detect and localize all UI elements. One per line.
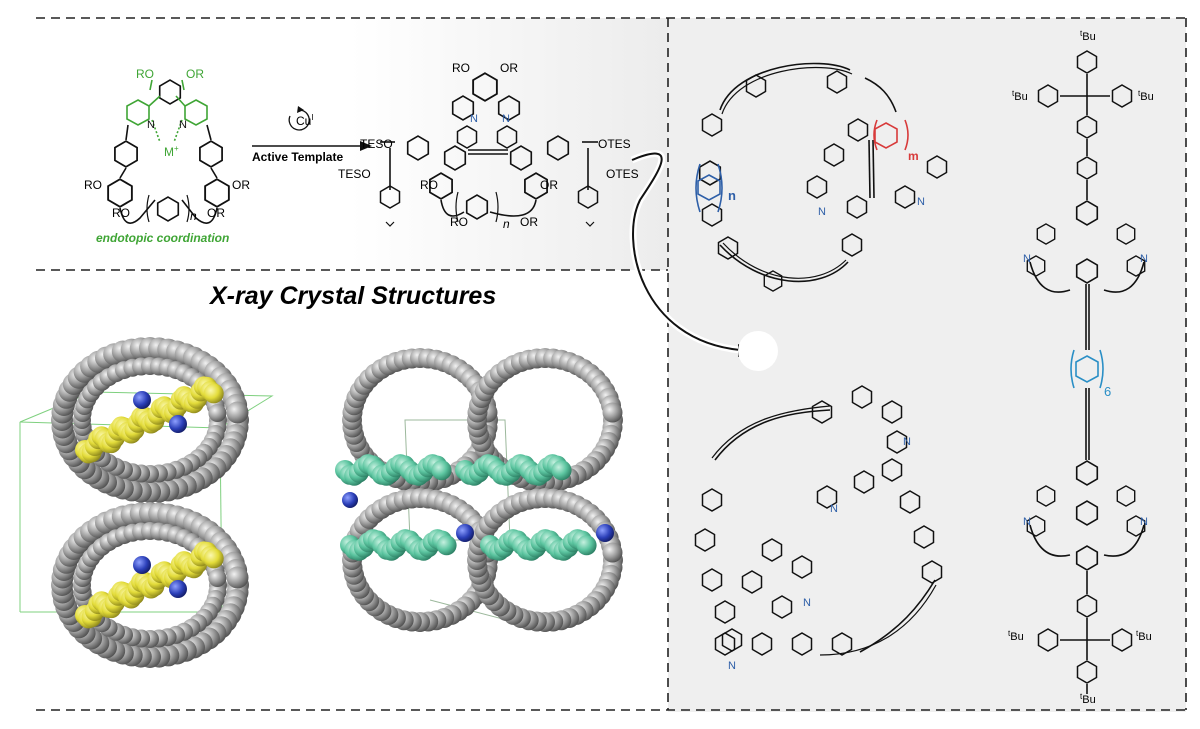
dumbbell-n-3: N [1023,516,1031,528]
nitrogen-sphere [342,492,358,508]
nitrogen-sphere [456,524,474,542]
carbon-sphere [226,401,249,424]
tbu-bottom-right: tBu [1136,629,1152,643]
macrocycle-bottom-n-bottom: N [728,660,736,672]
connector-arrow [631,152,741,351]
left-ro-mid-right: OR [232,178,250,192]
macrocycle-bottom-n-top: N [903,436,911,448]
endotopic-caption: endotopic coordination [96,231,229,245]
macrocycle-bottom [694,385,943,656]
guest-sphere [436,535,457,556]
crystal-structure-teal [335,348,623,632]
scheme-shade [350,18,668,270]
product-otes-top: OTES [598,137,631,151]
guest-sphere [203,383,224,404]
macrocycle-top-n-left: N [818,206,826,218]
macrocycle-bottom-n-lower: N [803,597,811,609]
carbon-sphere [208,569,227,587]
xray-title: X-ray Crystal Structures [208,282,496,310]
dumbbell-repeat: 6 [1104,384,1111,399]
carbon-sphere [226,566,249,589]
product-ro-mid-right: OR [540,178,558,192]
product-ro-bottom-left: RO [450,215,468,229]
tbu-right: tBu [1138,89,1154,103]
reagent-label: CuI [296,113,314,128]
nitrogen-sphere [133,556,151,574]
guest-sphere [203,548,224,569]
nitrogen-sphere [596,524,614,542]
left-metal: M+ [164,144,179,159]
active-template-label: Active Template [252,150,343,164]
left-n-left: N [147,119,155,131]
product-ro-top-left: RO [452,61,470,75]
left-repeat-n: n [190,209,197,223]
nitrogen-sphere [133,391,151,409]
reaction-arrow [252,106,372,151]
product-teso-top: TESO [360,137,393,151]
tbu-left: tBu [1012,89,1028,103]
connector-end-circle [738,331,778,371]
carbon-sphere [208,404,227,422]
product-ro-top-right: OR [500,61,518,75]
guest-sphere [576,535,597,556]
product-ro-mid-left: RO [420,178,438,192]
left-n-right: N [179,119,187,131]
crystal-structure-yellow [19,337,274,668]
macrocycle-n-label: n [728,188,736,203]
left-ro-top-right: OR [186,67,204,81]
dumbbell-axle [1026,50,1146,694]
left-ro-mid-left: RO [84,178,102,192]
product-structure [379,72,599,227]
guest-sphere [431,460,452,481]
macrocycle-m-label: m [908,149,919,163]
macrocycle-top-n-right: N [917,196,925,208]
tbu-top: tBu [1080,29,1096,43]
nitrogen-sphere [169,580,187,598]
carbon-sphere [602,402,623,423]
tbu-bottom-left: tBu [1008,629,1024,643]
guest-sphere [551,460,572,481]
tbu-bottom: tBu [1080,692,1096,706]
left-ro-bottom-left: RO [112,206,130,220]
carbon-sphere [602,542,623,563]
left-ro-bottom-right: OR [207,206,225,220]
product-teso-bottom: TESO [338,167,371,181]
product-n-left: N [470,113,478,125]
macrocycle-top [695,62,948,292]
macrocycle-bottom-n-mid: N [830,503,838,515]
dumbbell-n-4: N [1140,516,1148,528]
dumbbell-n-2: N [1140,253,1148,265]
product-otes-bottom: OTES [606,167,639,181]
product-repeat-n: n [503,217,510,231]
left-ro-top-left: RO [136,67,154,81]
dumbbell-n-1: N [1023,253,1031,265]
nitrogen-sphere [169,415,187,433]
product-ro-bottom-right: OR [520,215,538,229]
left-macrocycle-structure [107,79,230,224]
product-n-right: N [502,113,510,125]
